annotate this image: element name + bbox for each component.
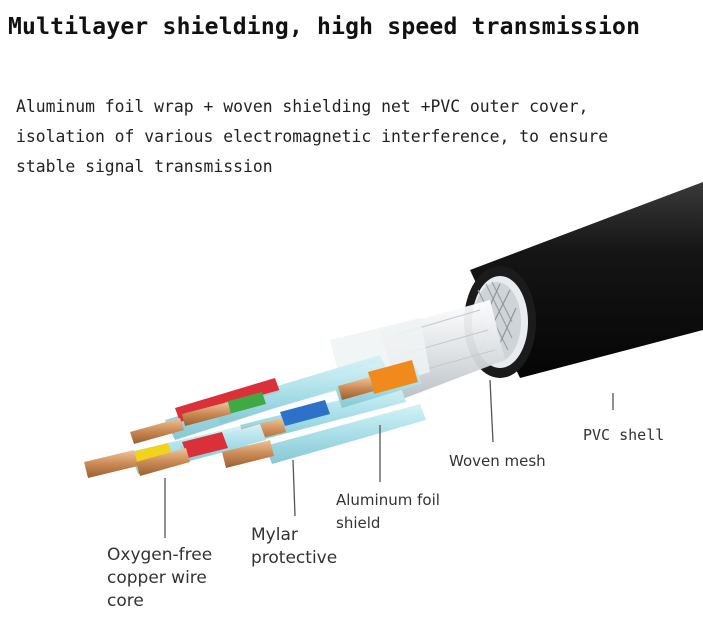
insulated-wires — [84, 355, 426, 478]
mylar-label: Mylar protective — [251, 525, 338, 568]
page-title: Multilayer shielding, high speed transmi… — [8, 14, 641, 40]
description-line: isolation of various electromagnetic int… — [16, 127, 609, 146]
description: Aluminum foil wrap + woven shielding net… — [16, 92, 700, 182]
aluminum-foil-label: Aluminum foil shield — [336, 491, 440, 532]
wire — [182, 362, 386, 426]
woven-mesh-leader — [489, 379, 494, 443]
wire — [335, 360, 422, 408]
copper-core-label: Oxygen-free copper wire core — [107, 545, 213, 611]
leader-lines — [164, 379, 614, 538]
wire — [222, 404, 426, 468]
mylar-leader — [292, 459, 296, 517]
description-line: Aluminum foil wrap + woven shielding net… — [16, 97, 589, 116]
woven-mesh-label: Woven mesh — [449, 452, 546, 470]
wire — [136, 424, 266, 476]
description-line: stable signal transmission — [16, 157, 273, 176]
pvc-shell-label: PVC shell — [583, 426, 665, 444]
